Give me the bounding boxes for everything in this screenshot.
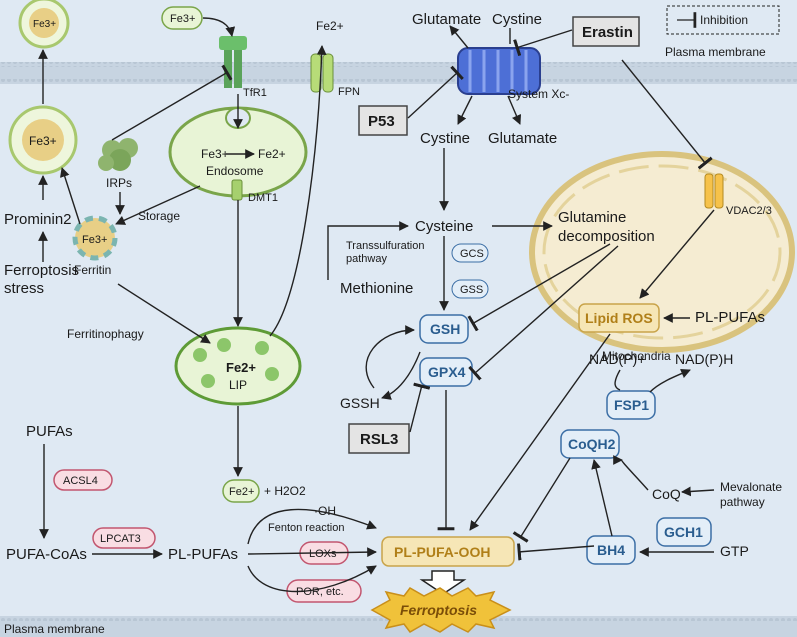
coqh2-label: CoQH2 [568,436,616,452]
fe3-ext-badge [161,6,203,30]
vdac-channel [704,173,724,209]
fe2-badge-label: Fe2+ [229,486,254,498]
fsp1-label: FSP1 [614,397,649,413]
p53-label: P53 [368,113,395,130]
p53-box [358,105,408,136]
gpx4-label: GPX4 [428,364,466,380]
gch1-label: GCH1 [664,524,703,540]
mito-pl-pufas: PL-PUFAs [695,309,765,326]
tfr1-label: TfR1 [243,87,267,99]
dmt1-channel [231,179,243,201]
vesicle-top-fe: Fe3+ [33,19,56,30]
gtp-label: GTP [720,543,749,559]
nadph-label: NAD(P)H [675,351,733,367]
fpn-fe2: Fe2+ [316,19,344,33]
gch1-box [656,517,712,547]
system-xc-label: System Xc- [508,87,569,101]
legend-inhibition: Inhibition [700,13,748,27]
lpcat3-box [92,527,156,549]
bh4-label: BH4 [597,542,625,558]
prominin2-label: Prominin2 [4,211,72,228]
lip-fe: Fe2+ [226,360,256,375]
bottom-membrane-label: Plasma membrane [4,622,105,636]
gss-box [451,279,489,299]
ferritinophagy-label: Ferritinophagy [67,327,144,341]
oh-label: ·OH [314,504,336,518]
gss-label: GSS [460,284,483,296]
vesicle-mid [8,105,78,175]
erastin-box [572,16,640,47]
rsl3-label: RSL3 [360,431,398,448]
lpcat3-label: LPCAT3 [100,533,141,545]
cystine-top: Cystine [492,11,542,28]
lipid-ros-label: Lipid ROS [585,310,653,326]
down-arrow-icon [419,570,467,595]
gsh-label: GSH [430,321,460,337]
coqh2-box [560,429,620,459]
nadp-plus-label: NAD(P)+ [589,351,645,367]
bh4-box [586,535,636,565]
fe3-ext-label: Fe3+ [170,13,195,25]
methionine-label: Methionine [340,280,413,297]
legend: Inhibition Plasma membrane [665,5,780,59]
glutamate-in: Glutamate [488,130,557,147]
ferritin-fe: Fe3+ [82,234,107,246]
cystine-in: Cystine [420,130,470,147]
pufas-label: PUFAs [26,423,73,440]
irps-label: IRPs [106,176,132,190]
mitochondria [529,151,795,353]
por-label: POR, etc. [296,586,344,598]
endosome-fe3: Fe3+ [201,147,229,161]
vdac-label: VDAC2/3 [726,205,772,217]
vesicle-top [18,0,70,49]
fenton-label: Fenton reaction [268,522,344,534]
dmt1-label: DMT1 [248,192,278,204]
ferritin-icon [72,215,118,261]
irps-icon [98,138,138,171]
rsl3-box [348,423,410,454]
vesicle-mid-fe: Fe3+ [29,134,57,148]
cysteine-label: Cysteine [415,218,473,235]
pl-pufa-ooh-label: PL-PUFA-OOH [394,544,490,560]
pufa-coas-label: PUFA-CoAs [6,546,87,563]
pl-pufa-ooh-box [381,536,515,567]
glutamate-top: Glutamate [412,11,481,28]
fe2-badge [222,479,260,503]
fpn-channel [310,53,334,93]
fsp1-box [606,390,656,420]
ferroptosis-burst-icon [370,587,512,633]
fpn-label: FPN [338,86,360,98]
endosome-label: Endosome [206,164,264,178]
erastin-label: Erastin [582,24,633,41]
storage-label: Storage [138,209,180,223]
coq-label: CoQ [652,486,681,502]
pl-pufas-label: PL-PUFAs [168,546,238,563]
system-xc-transporter [457,47,541,95]
ferritin-label: Ferritin [74,263,111,277]
legend-plasma-membrane: Plasma membrane [665,45,766,59]
top-plasma-membrane [0,62,797,84]
gcs-box [451,243,489,263]
acsl4-box [53,469,113,491]
lipid-ros-box [578,303,660,333]
tfr1-receptor [219,36,247,88]
gssh-label: GSSH [340,395,380,411]
endosome-fe2: Fe2+ [258,147,286,161]
acsl4-label: ACSL4 [63,475,98,487]
ferroptosis-label: Ferroptosis [400,602,477,618]
connector-lines [38,17,715,593]
lip-label: LIP [229,378,247,392]
mitochondria-label: Mitochondria [602,349,671,363]
h2o2-label: + H2O2 [264,484,306,498]
loxs-label: LOXs [309,548,337,560]
lip-pool [174,326,302,406]
gcs-label: GCS [460,248,484,260]
